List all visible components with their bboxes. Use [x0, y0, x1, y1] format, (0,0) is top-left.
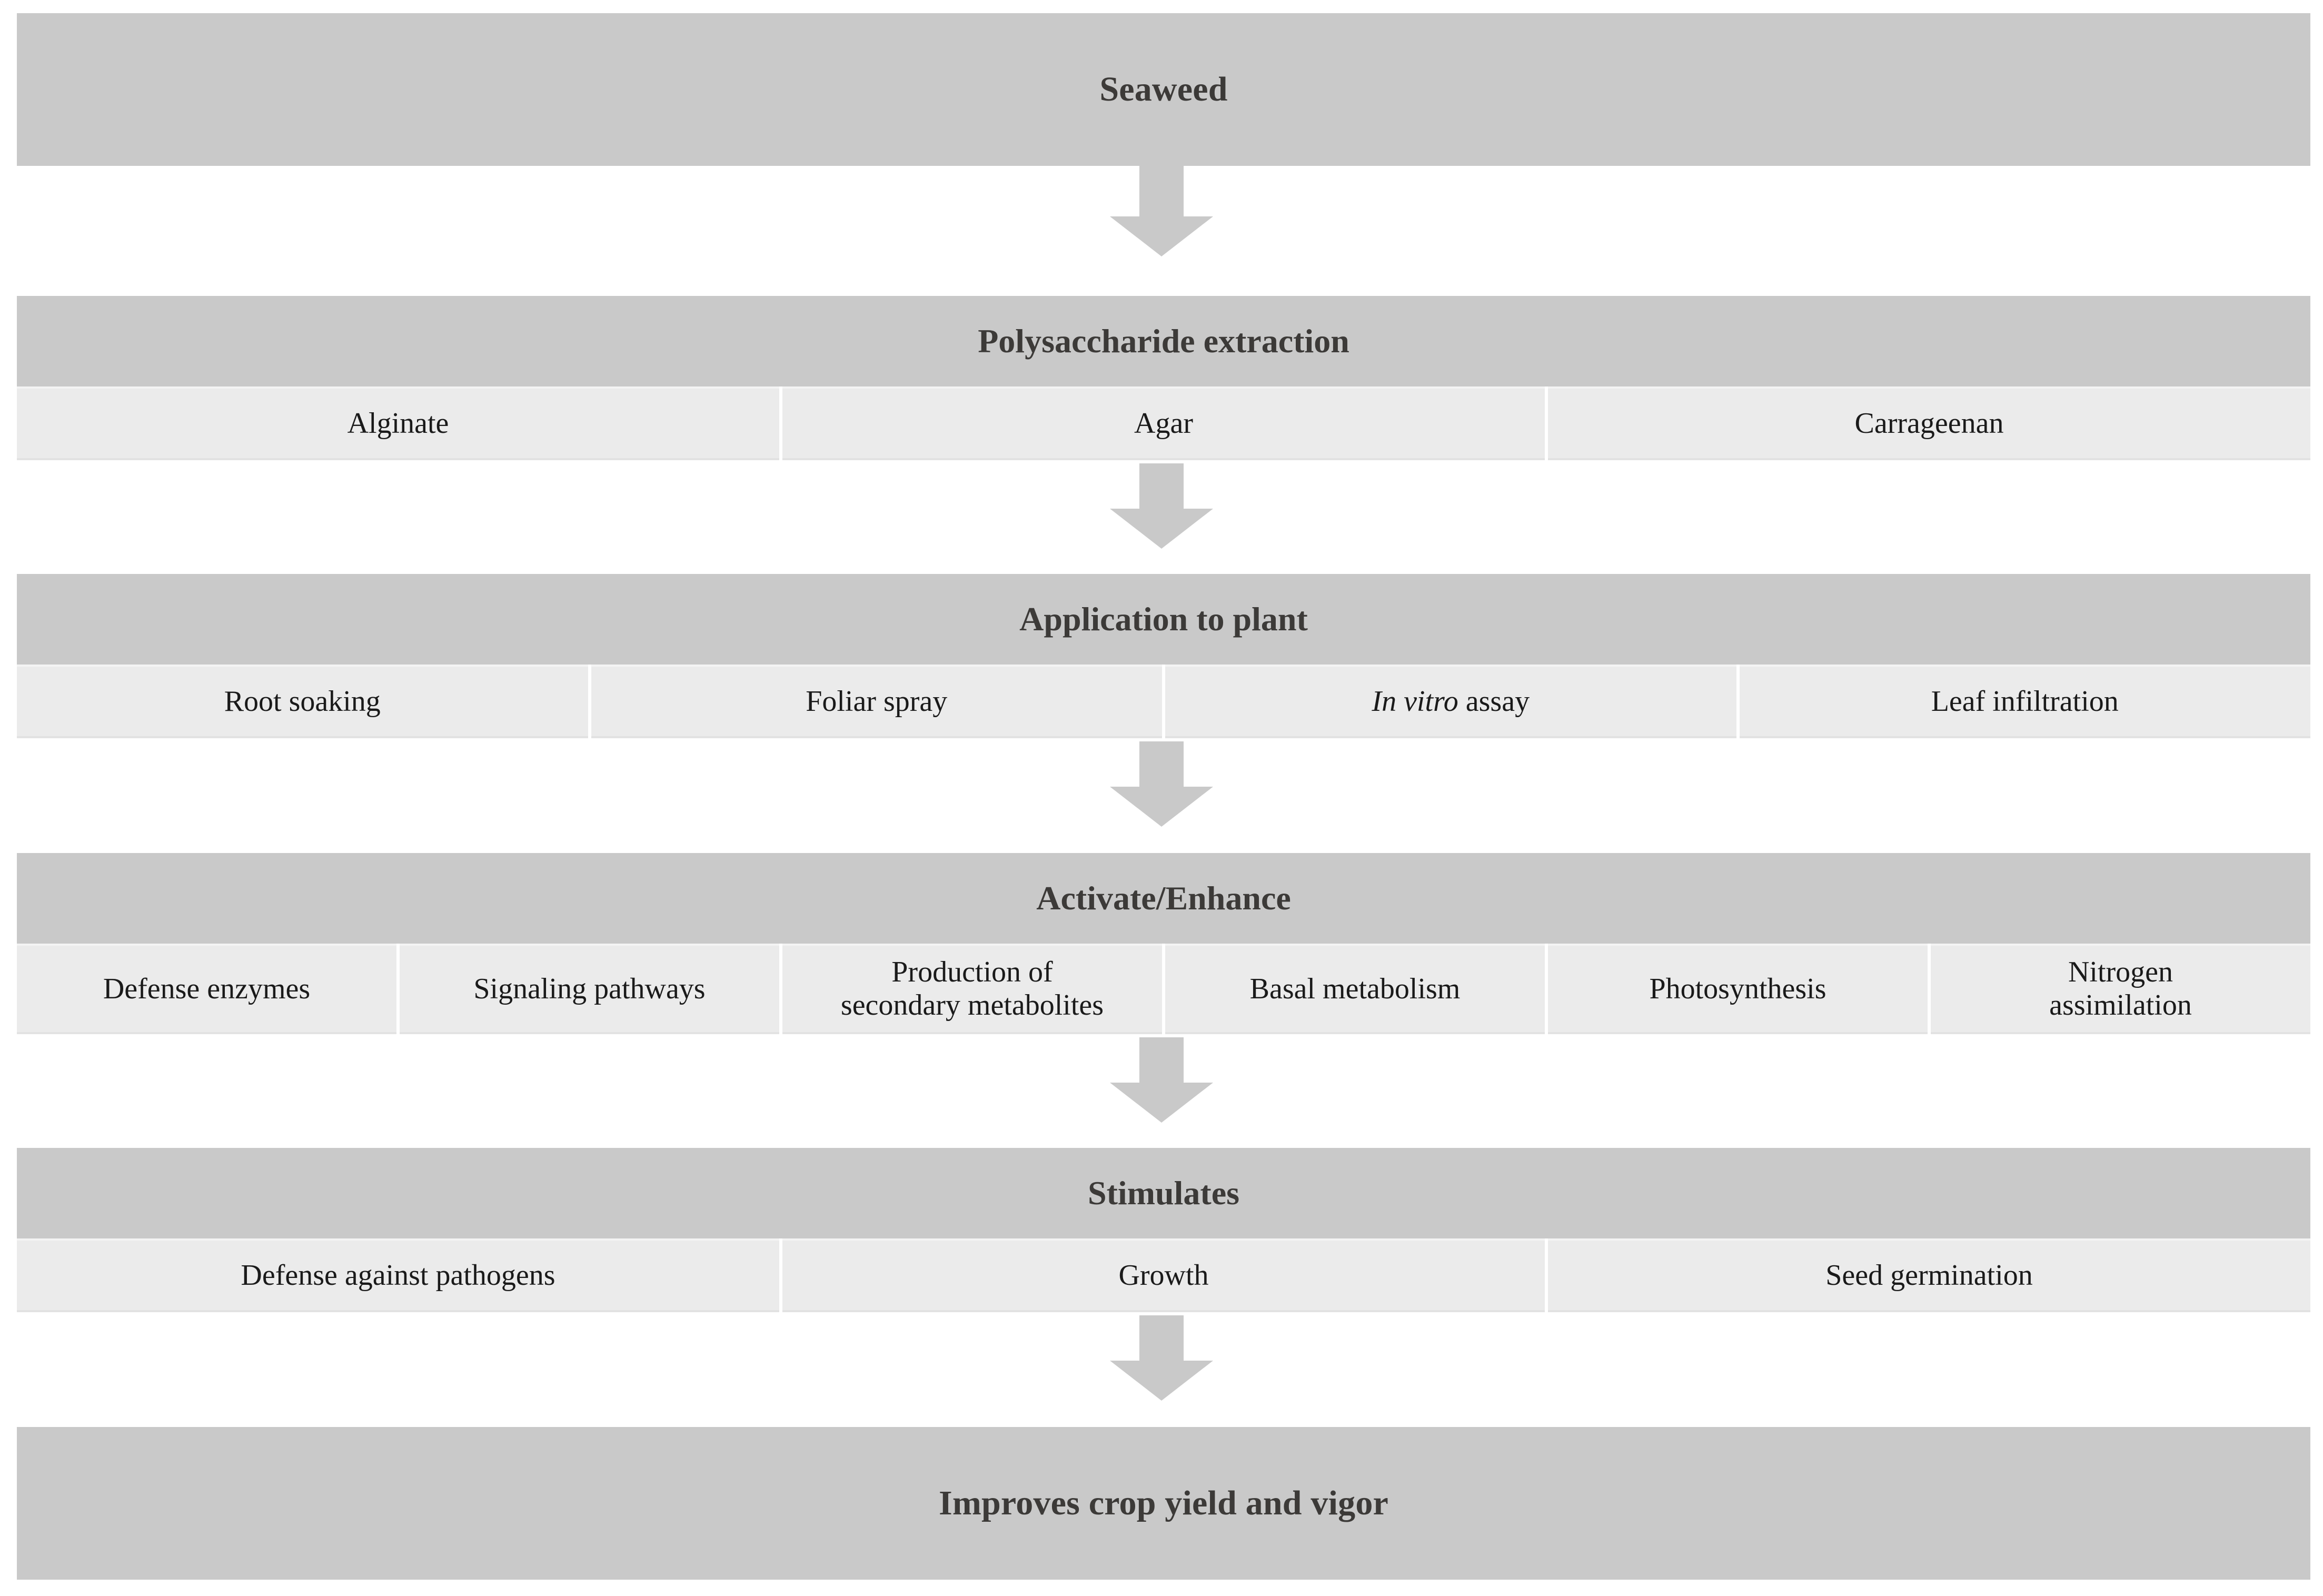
stage-polysaccharide-extraction-cells: Alginate Agar Carrageenan [17, 386, 2310, 460]
stage-stimulates-header: Stimulates [17, 1148, 2310, 1238]
stage-activate-enhance-cells: Defense enzymes Signaling pathways Produ… [17, 944, 2310, 1034]
cell-defense-enzymes[interactable]: Defense enzymes [17, 944, 396, 1034]
stage-application-to-plant-header: Application to plant [17, 574, 2310, 665]
cell-alginate[interactable]: Alginate [17, 386, 779, 460]
stage-seaweed-header: Seaweed [17, 13, 2310, 166]
stage-polysaccharide-extraction-header: Polysaccharide extraction [17, 296, 2310, 386]
cell-agar[interactable]: Agar [782, 386, 1545, 460]
cell-growth[interactable]: Growth [782, 1238, 1545, 1312]
cell-nitrogen-assimilation-line2: assimilation [2049, 989, 2192, 1022]
cell-leaf-infiltration[interactable]: Leaf infiltration [1739, 665, 2310, 738]
cell-seed-germination[interactable]: Seed germination [1548, 1238, 2310, 1312]
arrow-2-down-arrow-icon [1110, 463, 1213, 549]
stage-application-to-plant: Application to plant Root soaking Foliar… [17, 574, 2310, 738]
cell-in-vitro-assay-italic: In vitro [1372, 685, 1458, 718]
stage-stimulates: Stimulates Defense against pathogens Gro… [17, 1148, 2310, 1312]
arrow-3-down-arrow-icon [1110, 741, 1213, 827]
cell-signaling-pathways[interactable]: Signaling pathways [400, 944, 779, 1034]
stage-activate-enhance-header: Activate/Enhance [17, 853, 2310, 944]
stage-seaweed: Seaweed [17, 13, 2310, 166]
cell-secondary-metabolites-line1: Production of [891, 956, 1053, 989]
cell-in-vitro-assay[interactable]: In vitro assay [1165, 665, 1736, 738]
cell-root-soaking[interactable]: Root soaking [17, 665, 588, 738]
stage-stimulates-cells: Defense against pathogens Growth Seed ge… [17, 1238, 2310, 1312]
cell-nitrogen-assimilation-line1: Nitrogen [2068, 956, 2173, 989]
cell-photosynthesis[interactable]: Photosynthesis [1548, 944, 1928, 1034]
stage-polysaccharide-extraction: Polysaccharide extraction Alginate Agar … [17, 296, 2310, 460]
arrow-5-down-arrow-icon [1110, 1315, 1213, 1401]
stage-activate-enhance: Activate/Enhance Defense enzymes Signali… [17, 853, 2310, 1034]
cell-carrageenan[interactable]: Carrageenan [1548, 386, 2310, 460]
stage-application-to-plant-cells: Root soaking Foliar spray In vitro assay… [17, 665, 2310, 738]
cell-in-vitro-assay-rest: assay [1458, 685, 1530, 718]
cell-foliar-spray[interactable]: Foliar spray [591, 665, 1162, 738]
stage-improves-crop-yield-header: Improves crop yield and vigor [17, 1427, 2310, 1580]
arrow-1-down-arrow-icon [1110, 166, 1213, 256]
cell-defense-against-pathogens[interactable]: Defense against pathogens [17, 1238, 779, 1312]
cell-basal-metabolism[interactable]: Basal metabolism [1165, 944, 1545, 1034]
arrow-4-down-arrow-icon [1110, 1037, 1213, 1123]
stage-improves-crop-yield: Improves crop yield and vigor [17, 1427, 2310, 1580]
cell-secondary-metabolites-line2: secondary metabolites [840, 989, 1104, 1022]
